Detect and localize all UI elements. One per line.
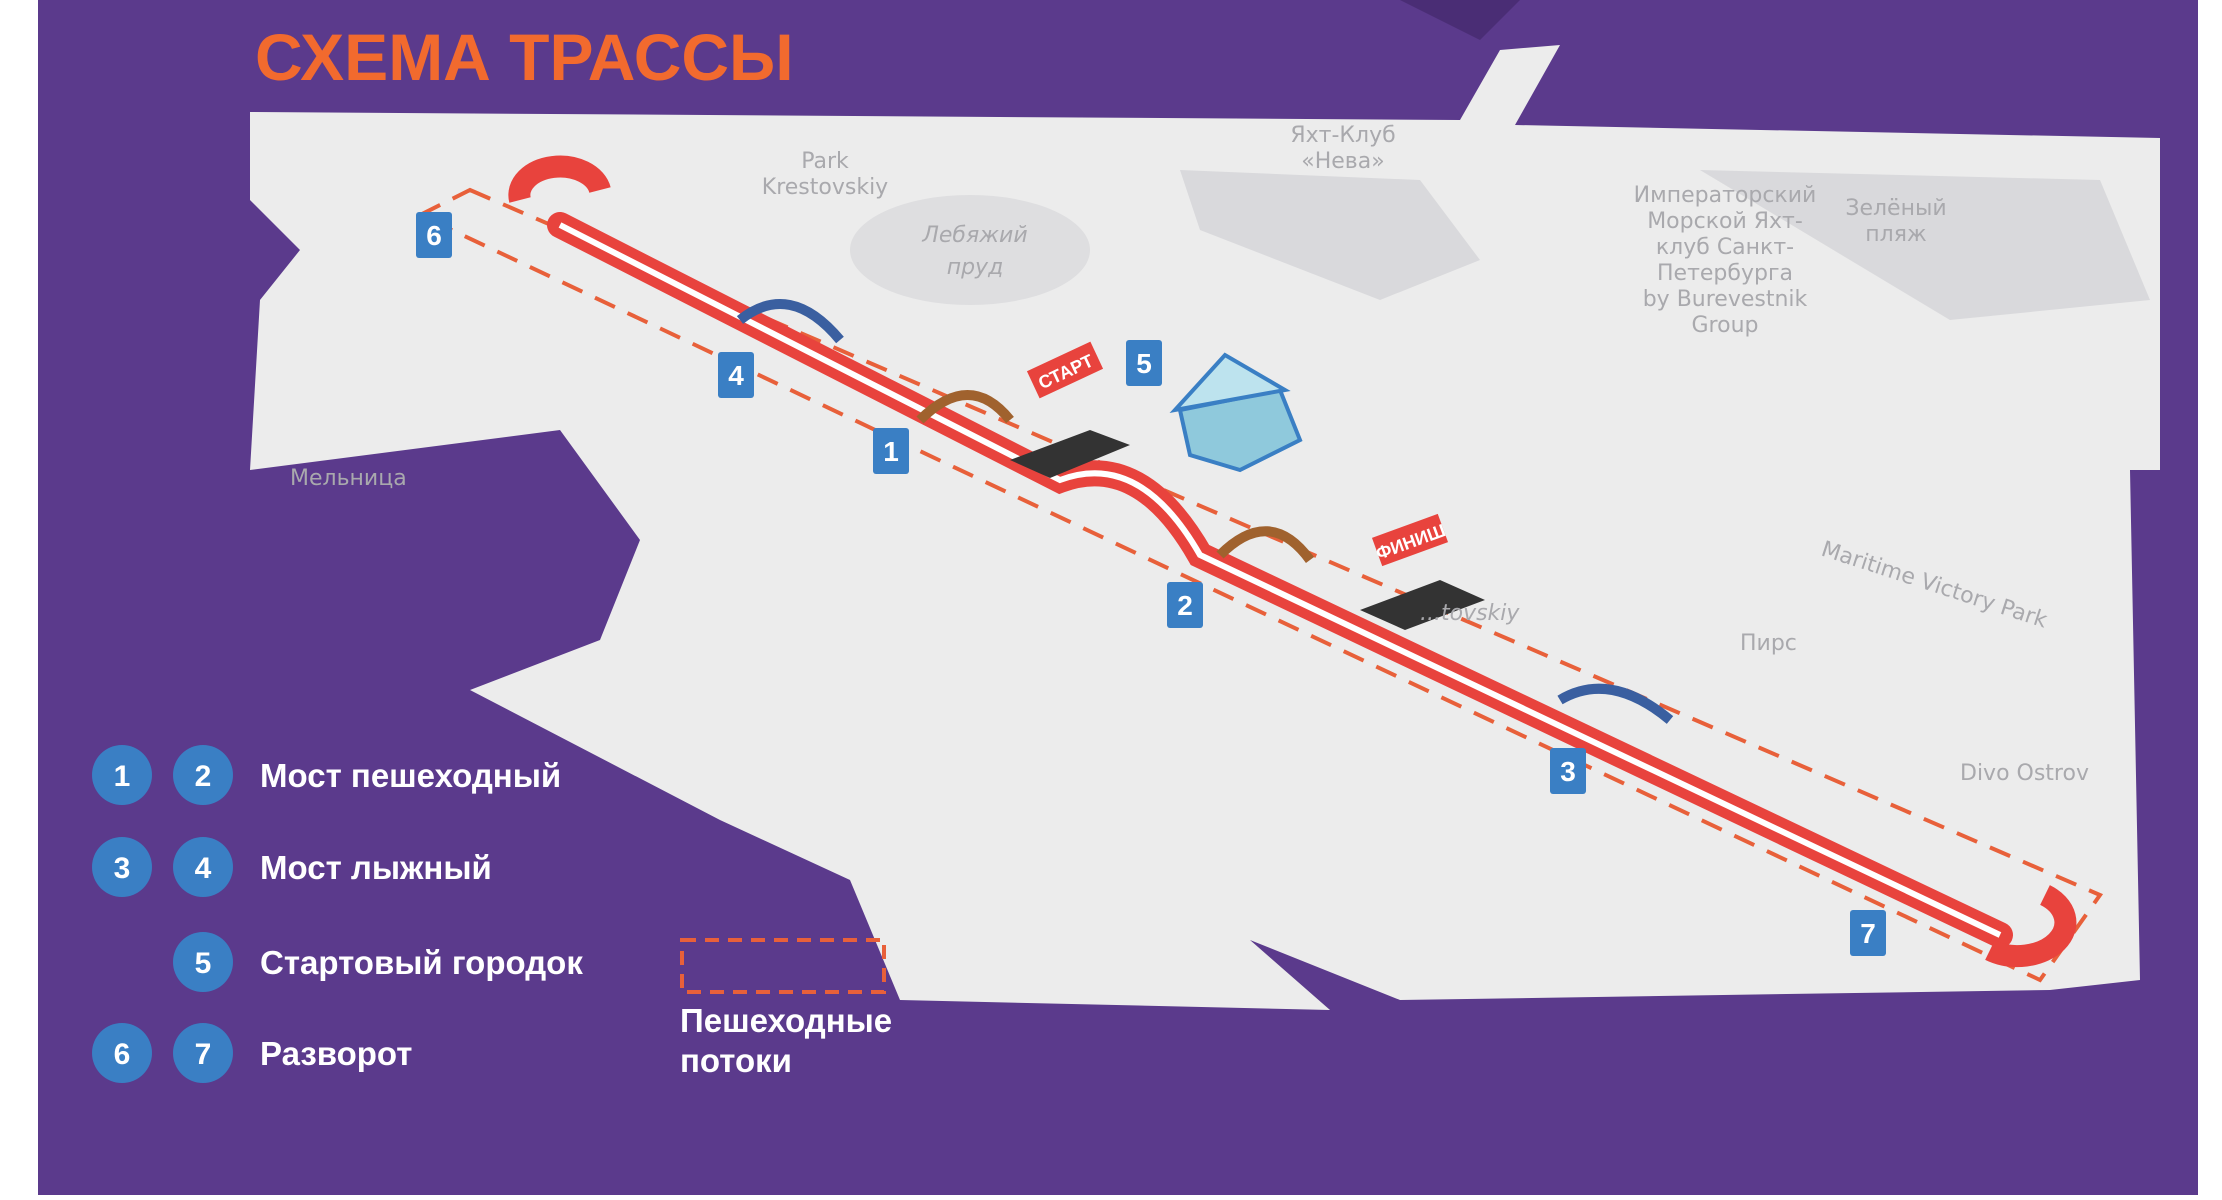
legend-item-pedestrian-bridge: 1 2 Мост пешеходный	[92, 745, 561, 805]
start-gate: СТАРТ	[1010, 341, 1130, 478]
turnaround-left-icon	[508, 155, 611, 203]
legend-item-ski-bridge: 3 4 Мост лыжный	[92, 837, 492, 897]
svg-text:3: 3	[114, 852, 131, 885]
marker-3: 3	[1550, 748, 1586, 794]
marker-6: 6	[416, 212, 452, 258]
svg-text:4: 4	[195, 852, 212, 885]
ski-bridge-icon	[736, 299, 844, 344]
start-town-tent-icon	[1169, 352, 1303, 473]
svg-text:2: 2	[1177, 590, 1193, 621]
water	[1180, 170, 1480, 300]
svg-text:Пешеходные: Пешеходные	[680, 1002, 892, 1039]
marker-5: 5	[1126, 340, 1162, 386]
svg-text:7: 7	[195, 1038, 212, 1071]
svg-text:Мост лыжный: Мост лыжный	[260, 849, 492, 886]
bridge-icons	[736, 299, 1674, 724]
svg-text:4: 4	[728, 360, 744, 391]
page-title: СХЕМА ТРАССЫ	[255, 20, 794, 94]
svg-text:2: 2	[195, 760, 212, 793]
svg-text:1: 1	[114, 760, 131, 793]
svg-text:Стартовый городок: Стартовый городок	[260, 944, 583, 981]
marker-4: 4	[718, 352, 754, 398]
svg-text:1: 1	[883, 436, 899, 467]
label-yacht-neva: Яхт-Клуб«Нева»	[1290, 123, 1395, 174]
track-markers: 1 2 3 4 5 6 7	[416, 212, 1886, 956]
pond	[850, 195, 1090, 305]
pedestrian-bridge-icon	[1216, 526, 1315, 564]
svg-text:потоки: потоки	[680, 1042, 792, 1079]
label-mill: Мельница	[290, 466, 407, 491]
dashed-box-icon	[680, 938, 886, 994]
legend-item-pedestrian-flows: Пешеходные потоки	[680, 938, 892, 1079]
legend-item-start-town: 5 Стартовый городок	[173, 932, 583, 992]
legend: 1 2 Мост пешеходный 3 4 Мост лыжный 5 Ст…	[92, 745, 892, 1083]
svg-text:Мост пешеходный: Мост пешеходный	[260, 757, 561, 794]
svg-text:7: 7	[1860, 918, 1876, 949]
label-island: ...tovskiy	[1420, 601, 1520, 626]
svg-text:5: 5	[195, 947, 212, 980]
label-divo-ostrov: Divo Ostrov	[1960, 761, 2089, 786]
decor-shape	[1400, 0, 1520, 40]
ski-track	[547, 212, 2013, 948]
ski-bridge-icon	[1557, 683, 1674, 724]
pedestrian-flows	[415, 187, 2104, 983]
svg-text:5: 5	[1136, 348, 1152, 379]
svg-text:6: 6	[426, 220, 442, 251]
svg-text:Разворот: Разворот	[260, 1035, 412, 1072]
marker-7: 7	[1850, 910, 1886, 956]
legend-item-turnaround: 6 7 Разворот	[92, 1023, 412, 1083]
marker-2: 2	[1167, 582, 1203, 628]
marker-1: 1	[873, 428, 909, 474]
svg-text:3: 3	[1560, 756, 1576, 787]
turnaround-right-icon	[1985, 885, 2077, 968]
label-pier: Пирс	[1740, 631, 1797, 656]
water	[1700, 170, 2150, 320]
pedestrian-bridge-icon	[916, 390, 1014, 424]
svg-text:6: 6	[114, 1038, 131, 1071]
map-area	[250, 45, 2160, 1010]
